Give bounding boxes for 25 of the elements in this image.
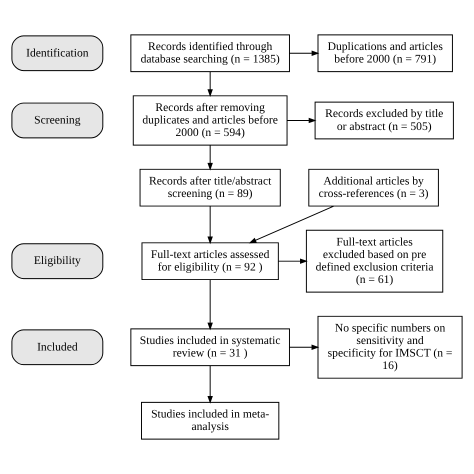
node-box: Full-text articles assessed for eligibility (n = 92 ) [142,242,279,280]
node-box: Additional articles by cross-references (n = 3) [308,168,439,207]
node-box: Records excluded by title or abstract (n = 505) [314,102,454,140]
node-box: Records identified through database searching (n = 1385) [130,34,290,72]
arrow [289,50,320,56]
node-box: Duplications and articles before 2000 (n = 791) [318,34,453,72]
node-box: Studies included in meta-analysis [141,402,280,440]
arrow [278,258,308,264]
arrow [207,206,213,244]
arrow [207,279,213,330]
arrow [289,344,320,350]
node-box: Full-text articles excluded based on pre defined exclusion criteria (n = 61) [306,230,444,293]
node-box: No specific numbers on sensitivity and specificity for IMSCT (n = 16) [318,316,463,379]
node-box: Studies included in systematic review (n = 31 ) [130,328,290,366]
node-box: Records after title/abstract screening (n = 89) [140,168,281,207]
arrow [207,71,213,98]
node-box: Screening [11,102,104,138]
arrow [286,118,316,124]
node-box: Records after removing duplicates and articles before 2000 (n = 594) [132,95,288,146]
arrow [207,144,213,171]
node-box: Included [11,329,104,366]
node-box: Identification [11,35,104,72]
arrow [207,365,213,404]
node-box: Eligibility [11,243,104,280]
arrow [248,206,334,244]
